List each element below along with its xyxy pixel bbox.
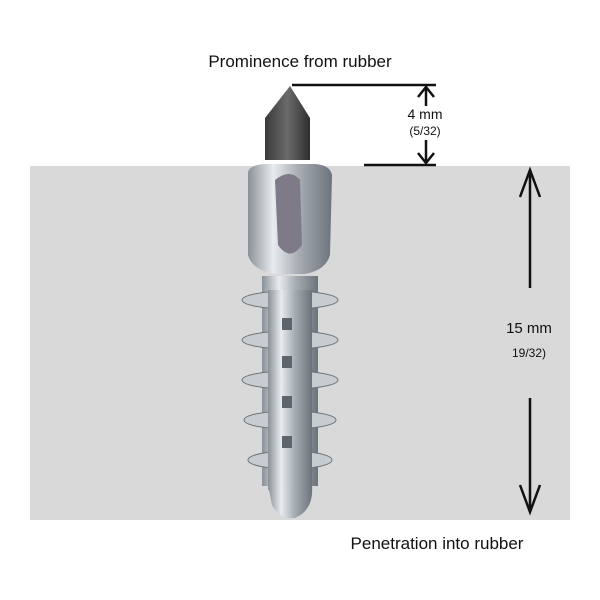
body-window [275,174,302,254]
penetration-title: Penetration into rubber [350,534,524,553]
prominence-title: Prominence from rubber [208,52,392,71]
prominence-inch: (5/32) [409,124,441,138]
carbide-pin [265,86,310,160]
penetration-inch: 19/32) [511,346,547,360]
prominence-mm: 4 mm [407,106,443,122]
stud-tip [268,485,313,519]
stud-image [241,86,339,519]
dimension-lines [292,83,542,516]
penetration-mm: 15 mm [506,320,552,337]
